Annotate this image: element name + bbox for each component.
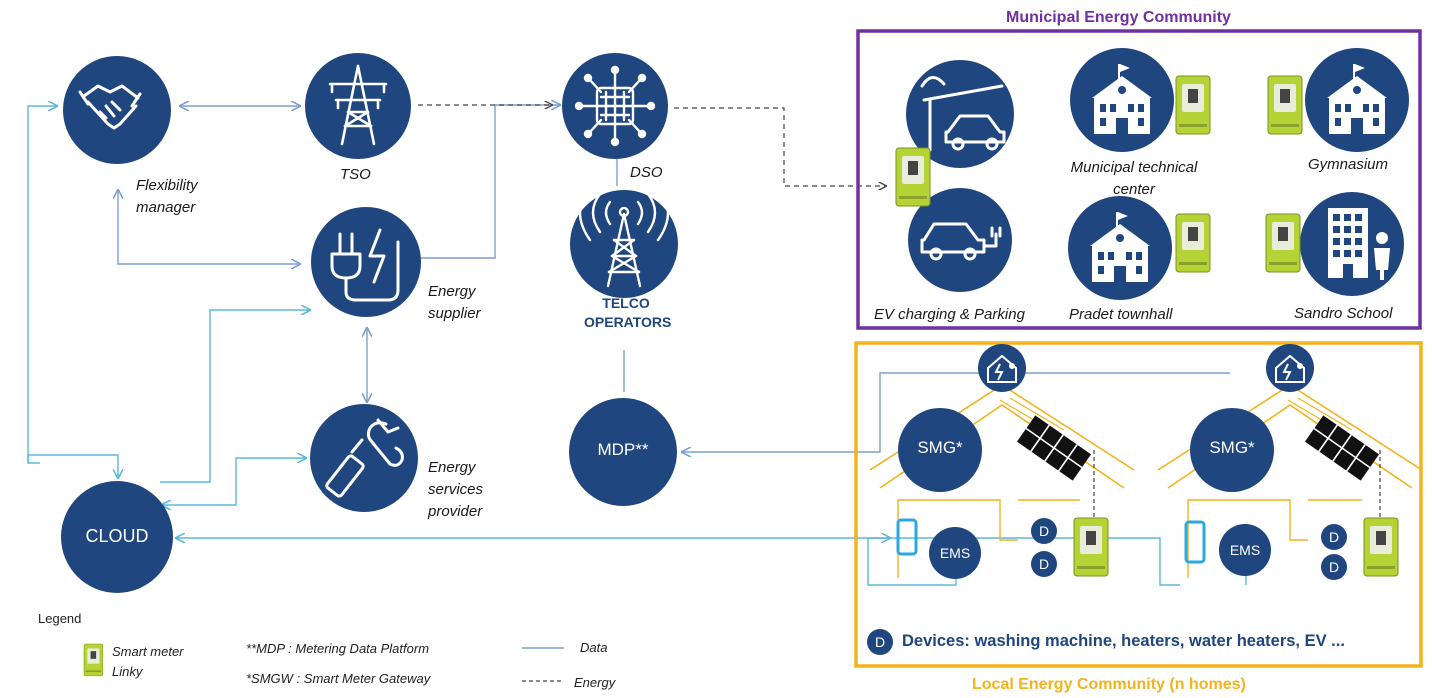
data-links — [27, 106, 1362, 586]
gymnasium-node — [1305, 48, 1409, 152]
gymnasium-label: Gymnasium — [1308, 156, 1389, 173]
phone-icon — [1184, 520, 1206, 564]
ev-charging-icon — [920, 222, 1002, 261]
smg-label-2: SMG* — [1209, 438, 1255, 457]
legend-smart-meter: Smart meter Linky — [112, 644, 184, 679]
cloud-node — [61, 481, 173, 593]
legend-data: Data — [580, 640, 608, 655]
link-cloud-flexibility — [27, 106, 57, 464]
technical-center-node — [1070, 48, 1174, 152]
devices-note: Devices: washing machine, heaters, water… — [902, 632, 1345, 650]
tso-node — [305, 53, 411, 159]
school-building-icon — [1092, 64, 1152, 134]
house-1 — [869, 344, 1135, 579]
network-hub-icon — [574, 65, 656, 147]
ems-label-2: EMS — [1229, 542, 1261, 558]
dso-label: DSO — [630, 164, 663, 181]
solar-panel-icon — [1304, 415, 1380, 481]
school-building-icon — [1090, 212, 1150, 282]
device-d-1b: D — [1038, 556, 1050, 572]
energy-links — [418, 105, 886, 186]
house-icon — [1275, 354, 1305, 383]
link-cloud-supplier — [160, 310, 310, 483]
local-community-box — [854, 341, 1423, 668]
smart-meter-icon — [1073, 517, 1109, 577]
parking-node — [906, 60, 1014, 168]
flexibility-manager-node — [63, 56, 171, 164]
energy-supplier-node — [311, 207, 421, 317]
telco-node — [570, 184, 678, 298]
mdp-node — [569, 398, 677, 506]
device-d-2a: D — [1328, 529, 1340, 545]
legend-title: Legend — [38, 611, 82, 626]
municipal-title: Municipal Energy Community — [1006, 9, 1231, 26]
smart-meter-icon — [1175, 75, 1211, 135]
handshake-icon — [78, 84, 142, 130]
legend-energy: Energy — [574, 675, 616, 690]
ev-charging-node — [908, 188, 1012, 292]
mdp-label: MDP** — [597, 440, 649, 459]
ev-charging-label: EV charging & Parking — [874, 306, 1025, 323]
device-d-note: D — [874, 634, 886, 650]
services-provider-node — [310, 404, 418, 512]
school-building-icon — [1327, 64, 1387, 134]
device-d-1a: D — [1038, 523, 1050, 539]
energy-supplier-label: Energy supplier — [428, 283, 481, 322]
device-d-2b: D — [1328, 559, 1340, 575]
smart-meter-icon — [1267, 75, 1303, 135]
services-provider-label: Energy services provider — [428, 459, 484, 520]
local-title: Local Energy Community (n homes) — [972, 676, 1246, 693]
link-flex-supplier — [118, 190, 300, 264]
house-icon — [987, 354, 1017, 383]
townhall-label: Pradet townhall — [1069, 306, 1173, 323]
wrench-icon — [325, 418, 404, 498]
link-cloud-services — [162, 458, 306, 505]
technical-center-label: Municipal technical center — [1070, 159, 1198, 198]
municipal-community-box — [856, 29, 1422, 330]
cloud-label: CLOUD — [85, 526, 149, 546]
smart-meter-icon — [1175, 213, 1211, 273]
solar-panel-icon — [1016, 415, 1092, 481]
ems-label-1: EMS — [939, 545, 971, 561]
link-local-mdp — [682, 372, 995, 452]
apartment-icon — [1328, 208, 1390, 280]
tso-label: TSO — [340, 166, 371, 183]
school-node — [1300, 192, 1404, 296]
townhall-node — [1068, 196, 1172, 300]
smart-meter-icon — [1363, 517, 1399, 577]
link-dso-municipal — [674, 107, 886, 186]
plug-bolt-icon — [330, 228, 400, 302]
legend-meter-icon — [83, 643, 103, 677]
smart-meter-icon — [1265, 213, 1301, 273]
link-cloud-local — [176, 538, 957, 586]
smart-meter-icon — [895, 147, 931, 207]
telco-label: TELCO OPERATORS — [584, 295, 672, 330]
radio-tower-icon — [578, 184, 670, 288]
dso-node — [562, 53, 668, 159]
legend-smgw: *SMGW : Smart Meter Gateway — [246, 671, 431, 686]
phone-icon — [896, 518, 918, 556]
legend-mdp: **MDP : Metering Data Platform — [246, 641, 430, 656]
house-2 — [1157, 344, 1423, 580]
parking-barrier-icon — [920, 76, 1006, 152]
school-label: Sandro School — [1294, 305, 1393, 322]
link-supplier-dso — [420, 105, 560, 259]
pylon-icon — [328, 64, 388, 146]
smg-label-1: SMG* — [917, 438, 963, 457]
flexibility-manager-label: Flexibility manager — [136, 177, 198, 216]
